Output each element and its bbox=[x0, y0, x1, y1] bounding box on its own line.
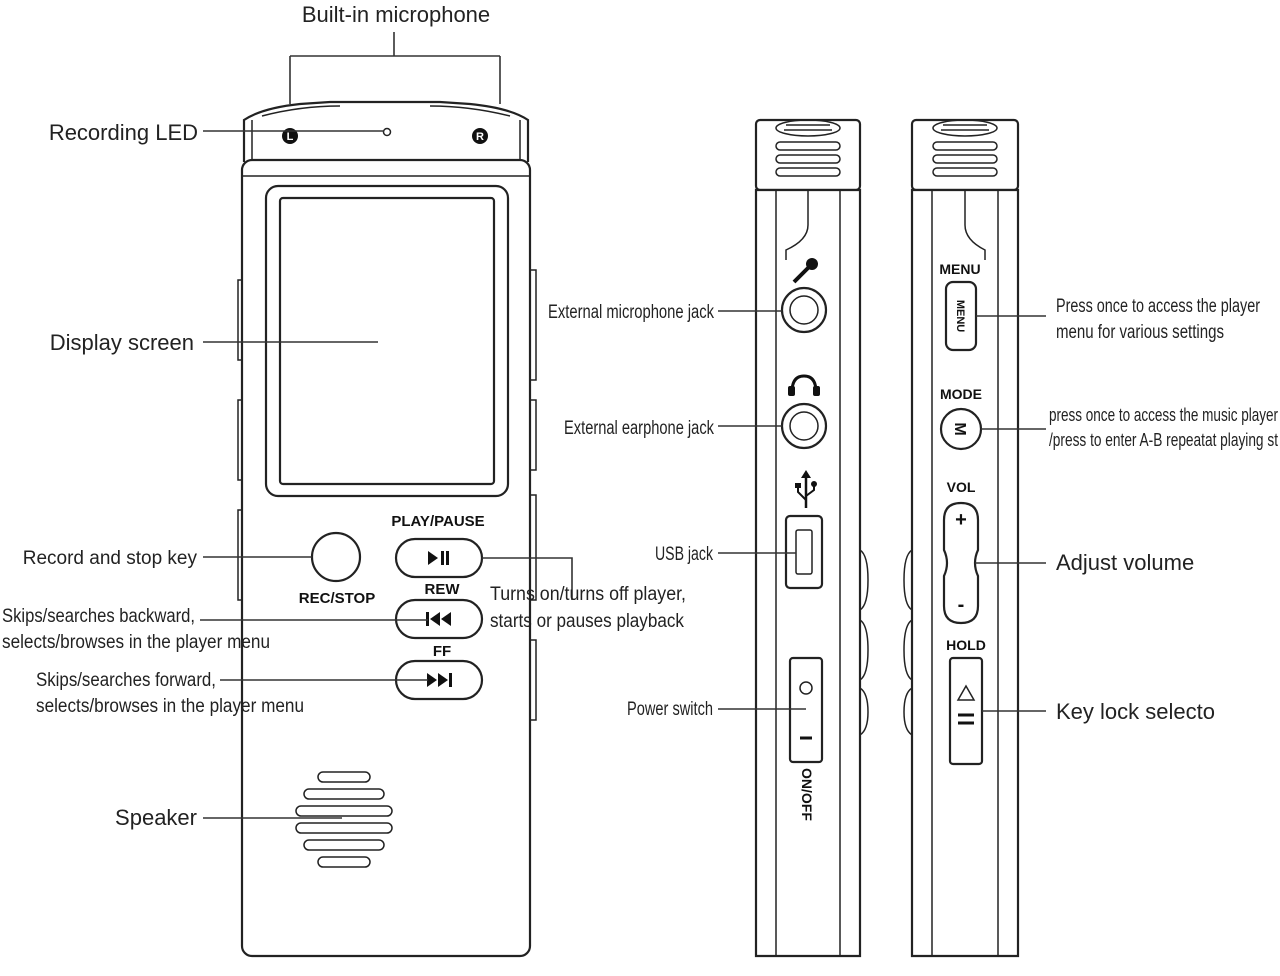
menu-button-text: MENU bbox=[954, 300, 966, 332]
speaker-label: Speaker bbox=[115, 805, 197, 830]
side-view-left: ON/OFF bbox=[754, 118, 869, 958]
on-off-label: ON/OFF bbox=[799, 768, 815, 821]
usb-jack-label: USB jack bbox=[655, 544, 713, 565]
side2-leaders bbox=[975, 315, 1046, 712]
display-screen-label: Display screen bbox=[50, 330, 194, 355]
recording-led bbox=[382, 127, 392, 137]
hold-switch[interactable] bbox=[948, 656, 984, 766]
key-lock-label: Key lock selecto bbox=[1056, 699, 1215, 724]
left-mic-label: L bbox=[287, 131, 294, 143]
rewind-icon bbox=[426, 612, 451, 626]
fast-forward-icon bbox=[427, 673, 452, 687]
builtin-microphone-label: Built-in microphone bbox=[302, 2, 490, 27]
skips-forward-label-2: selects/browses in the player menu bbox=[36, 696, 304, 717]
speaker-grille bbox=[295, 771, 393, 868]
record-stop-key-label: Record and stop key bbox=[23, 548, 198, 569]
front-view: L R REC/STOP PLAY/PAUSE REW FF bbox=[237, 100, 537, 958]
rec-stop-label: REC/STOP bbox=[299, 590, 375, 607]
recording-led-label: Recording LED bbox=[49, 120, 198, 145]
play-description-1: Turns on/turns off player, bbox=[490, 584, 686, 605]
display-screen bbox=[278, 196, 496, 486]
external-earphone-jack[interactable] bbox=[780, 402, 828, 450]
adjust-volume-label: Adjust volume bbox=[1056, 550, 1194, 575]
volume-rocker[interactable] bbox=[942, 501, 980, 625]
vol-label: VOL bbox=[947, 479, 976, 495]
mode-label: MODE bbox=[940, 386, 982, 402]
microphone-icon bbox=[792, 258, 818, 284]
vol-plus-label: + bbox=[955, 509, 967, 531]
play-description-2: starts or pauses playback bbox=[490, 611, 684, 632]
right-mic-marker bbox=[472, 128, 488, 144]
headphones-icon bbox=[788, 374, 820, 396]
mode-description-2: /press to enter A-B repeatat playing st bbox=[1049, 430, 1278, 450]
left-mic-marker bbox=[282, 128, 298, 144]
mode-button-text: M bbox=[951, 422, 968, 435]
ext-earphone-jack-label: External earphone jack bbox=[564, 418, 714, 439]
play-pause-label: PLAY/PAUSE bbox=[391, 513, 484, 530]
right-mic-label: R bbox=[476, 131, 484, 143]
ff-label: FF bbox=[433, 643, 451, 660]
usb-icon bbox=[795, 470, 817, 508]
ext-mic-jack-label: External microphone jack bbox=[548, 302, 714, 323]
skips-backward-label-1: Skips/searches backward, bbox=[2, 606, 195, 627]
front-leaders bbox=[200, 32, 573, 819]
usb-jack[interactable] bbox=[784, 514, 824, 590]
side1-leaders bbox=[718, 310, 806, 710]
front-top-cap bbox=[242, 100, 530, 162]
skips-forward-label-1: Skips/searches forward, bbox=[36, 670, 216, 691]
menu-description-1: Press once to access the player bbox=[1056, 296, 1261, 317]
rec-stop-button[interactable] bbox=[310, 531, 362, 583]
play-pause-icon bbox=[428, 551, 449, 565]
menu-label: MENU bbox=[939, 261, 980, 277]
side-view-right: MENU MENU MODE M VOL + - HOLD bbox=[903, 118, 1020, 958]
play-pause-button[interactable] bbox=[394, 537, 484, 579]
hold-label: HOLD bbox=[946, 637, 986, 653]
skips-backward-label-2: selects/browses in the player menu bbox=[2, 632, 270, 653]
power-switch-label: Power switch bbox=[627, 699, 713, 720]
menu-description-2: menu for various settings bbox=[1056, 322, 1224, 343]
vol-minus-label: - bbox=[958, 594, 965, 616]
external-mic-jack[interactable] bbox=[780, 286, 828, 334]
rew-label: REW bbox=[425, 581, 461, 598]
power-switch[interactable] bbox=[788, 656, 824, 764]
mode-description-1: press once to access the music player bbox=[1049, 405, 1278, 425]
